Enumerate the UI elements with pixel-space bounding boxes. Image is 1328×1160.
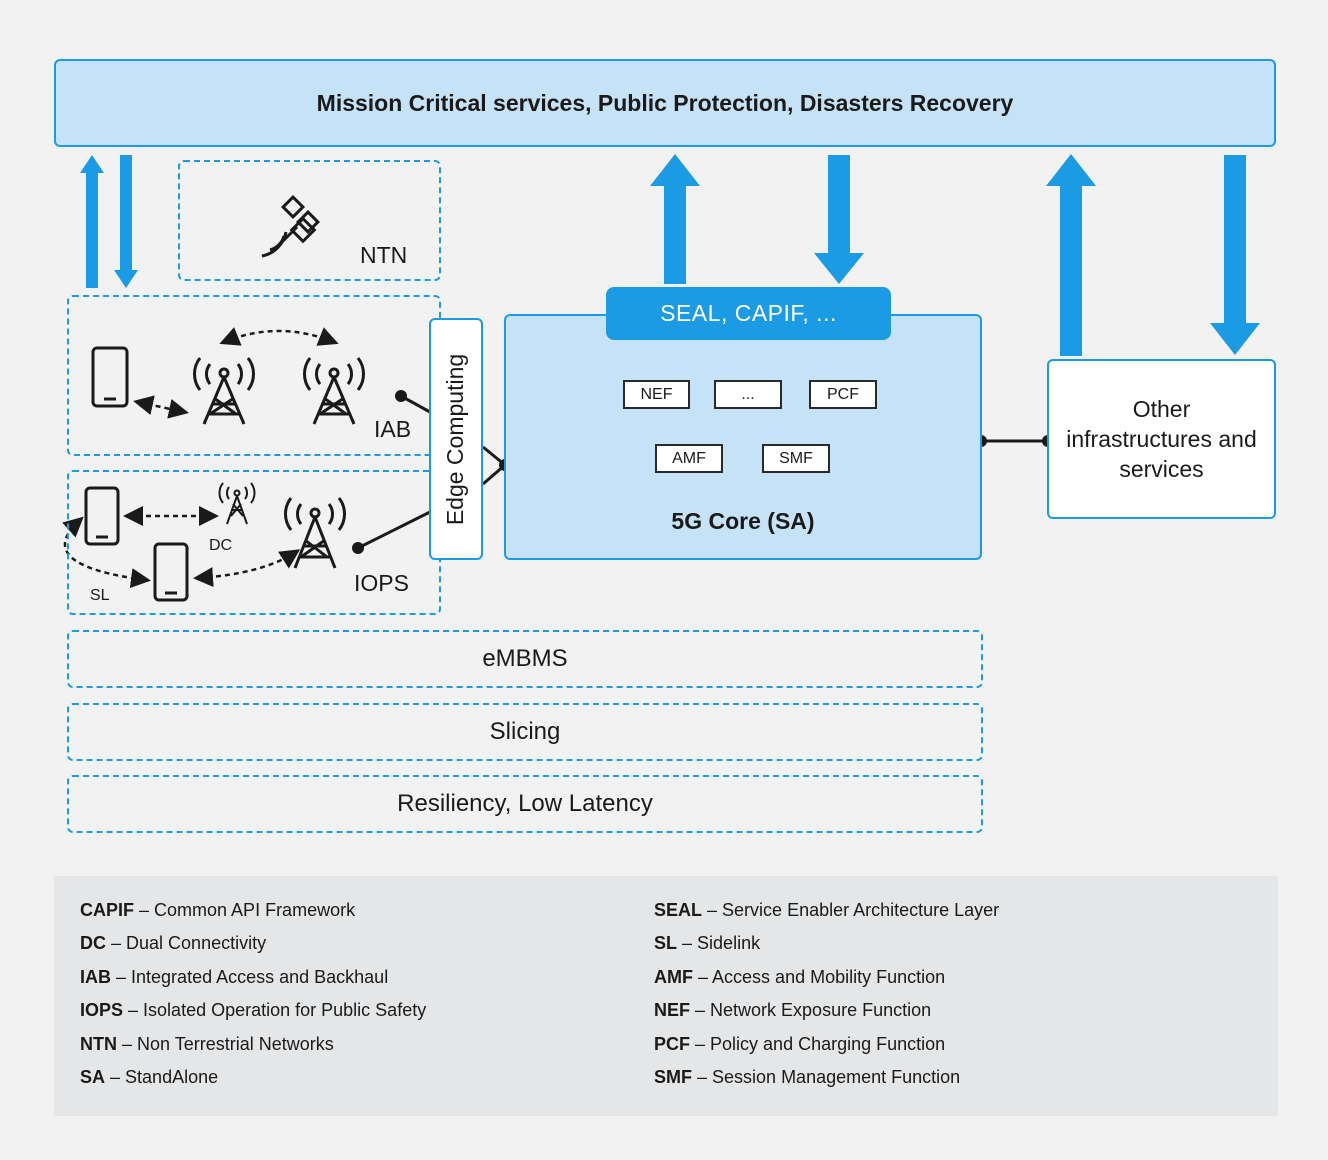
legend-item: SL – Sidelink	[654, 933, 761, 953]
amf-box: AMF	[655, 444, 723, 473]
iab-tower-icon-1	[193, 357, 255, 425]
legend-item: NTN – Non Terrestrial Networks	[80, 1034, 334, 1054]
legend-item: DC – Dual Connectivity	[80, 933, 267, 953]
sl-label: SL	[90, 587, 110, 604]
iops-edge-connector	[352, 510, 431, 554]
ntn-region	[178, 160, 441, 281]
legend: CAPIF – Common API Framework DC – Dual C…	[54, 876, 1278, 1116]
edge-computing-box	[429, 318, 483, 560]
dc-small-tower-icon	[218, 482, 256, 525]
iops-label: IOPS	[354, 570, 409, 596]
legend-item: AMF – Access and Mobility Function	[654, 967, 946, 987]
core-down-arrow	[814, 155, 864, 284]
edge-computing-label: Edge Computing	[442, 353, 469, 525]
legend-item: NEF – Network Exposure Function	[654, 1000, 932, 1020]
iab-phone-icon	[91, 346, 129, 408]
satellite-icon	[261, 194, 321, 258]
core-other-connector	[975, 435, 1054, 447]
left-up-arrow	[80, 155, 104, 288]
iab-tower-icon-2	[303, 357, 365, 425]
legend-item: SA – StandAlone	[80, 1067, 219, 1087]
other-infrastructures-box: Other infrastructures and services	[1047, 359, 1276, 519]
legend-item: SMF – Session Management Function	[654, 1067, 961, 1087]
resiliency-layer: Resiliency, Low Latency	[67, 775, 983, 833]
nef-box: NEF	[623, 380, 690, 409]
iab-label: IAB	[374, 416, 412, 442]
legend-item: CAPIF – Common API Framework	[80, 900, 356, 920]
smf-box: SMF	[762, 444, 830, 473]
legend-item: PCF – Policy and Charging Function	[654, 1034, 946, 1054]
other-up-arrow	[1046, 154, 1096, 356]
ntn-label: NTN	[360, 242, 408, 268]
left-down-arrow	[114, 155, 138, 288]
core-title: 5G Core (SA)	[671, 508, 815, 534]
ellipsis-box: ...	[714, 380, 782, 409]
core-box	[504, 314, 982, 560]
embms-layer: eMBMS	[67, 630, 983, 688]
core-up-arrow	[650, 154, 700, 284]
pcf-box: PCF	[809, 380, 877, 409]
iops-tower-icon	[284, 497, 346, 569]
iab-edge-connector	[395, 390, 431, 414]
edge-computing-label-wrap: Edge Computing	[429, 318, 483, 560]
dc-label: DC	[209, 537, 233, 554]
top-banner: Mission Critical services, Public Protec…	[54, 59, 1276, 147]
iops-phone-icon-2	[153, 542, 189, 602]
other-down-arrow	[1210, 155, 1260, 355]
legend-item: IOPS – Isolated Operation for Public Saf…	[80, 1000, 427, 1020]
slicing-layer: Slicing	[67, 703, 983, 761]
legend-item: IAB – Integrated Access and Backhaul	[80, 967, 389, 987]
seal-capif-box: SEAL, CAPIF, ...	[606, 287, 891, 340]
legend-item: SEAL – Service Enabler Architecture Laye…	[654, 900, 1000, 920]
